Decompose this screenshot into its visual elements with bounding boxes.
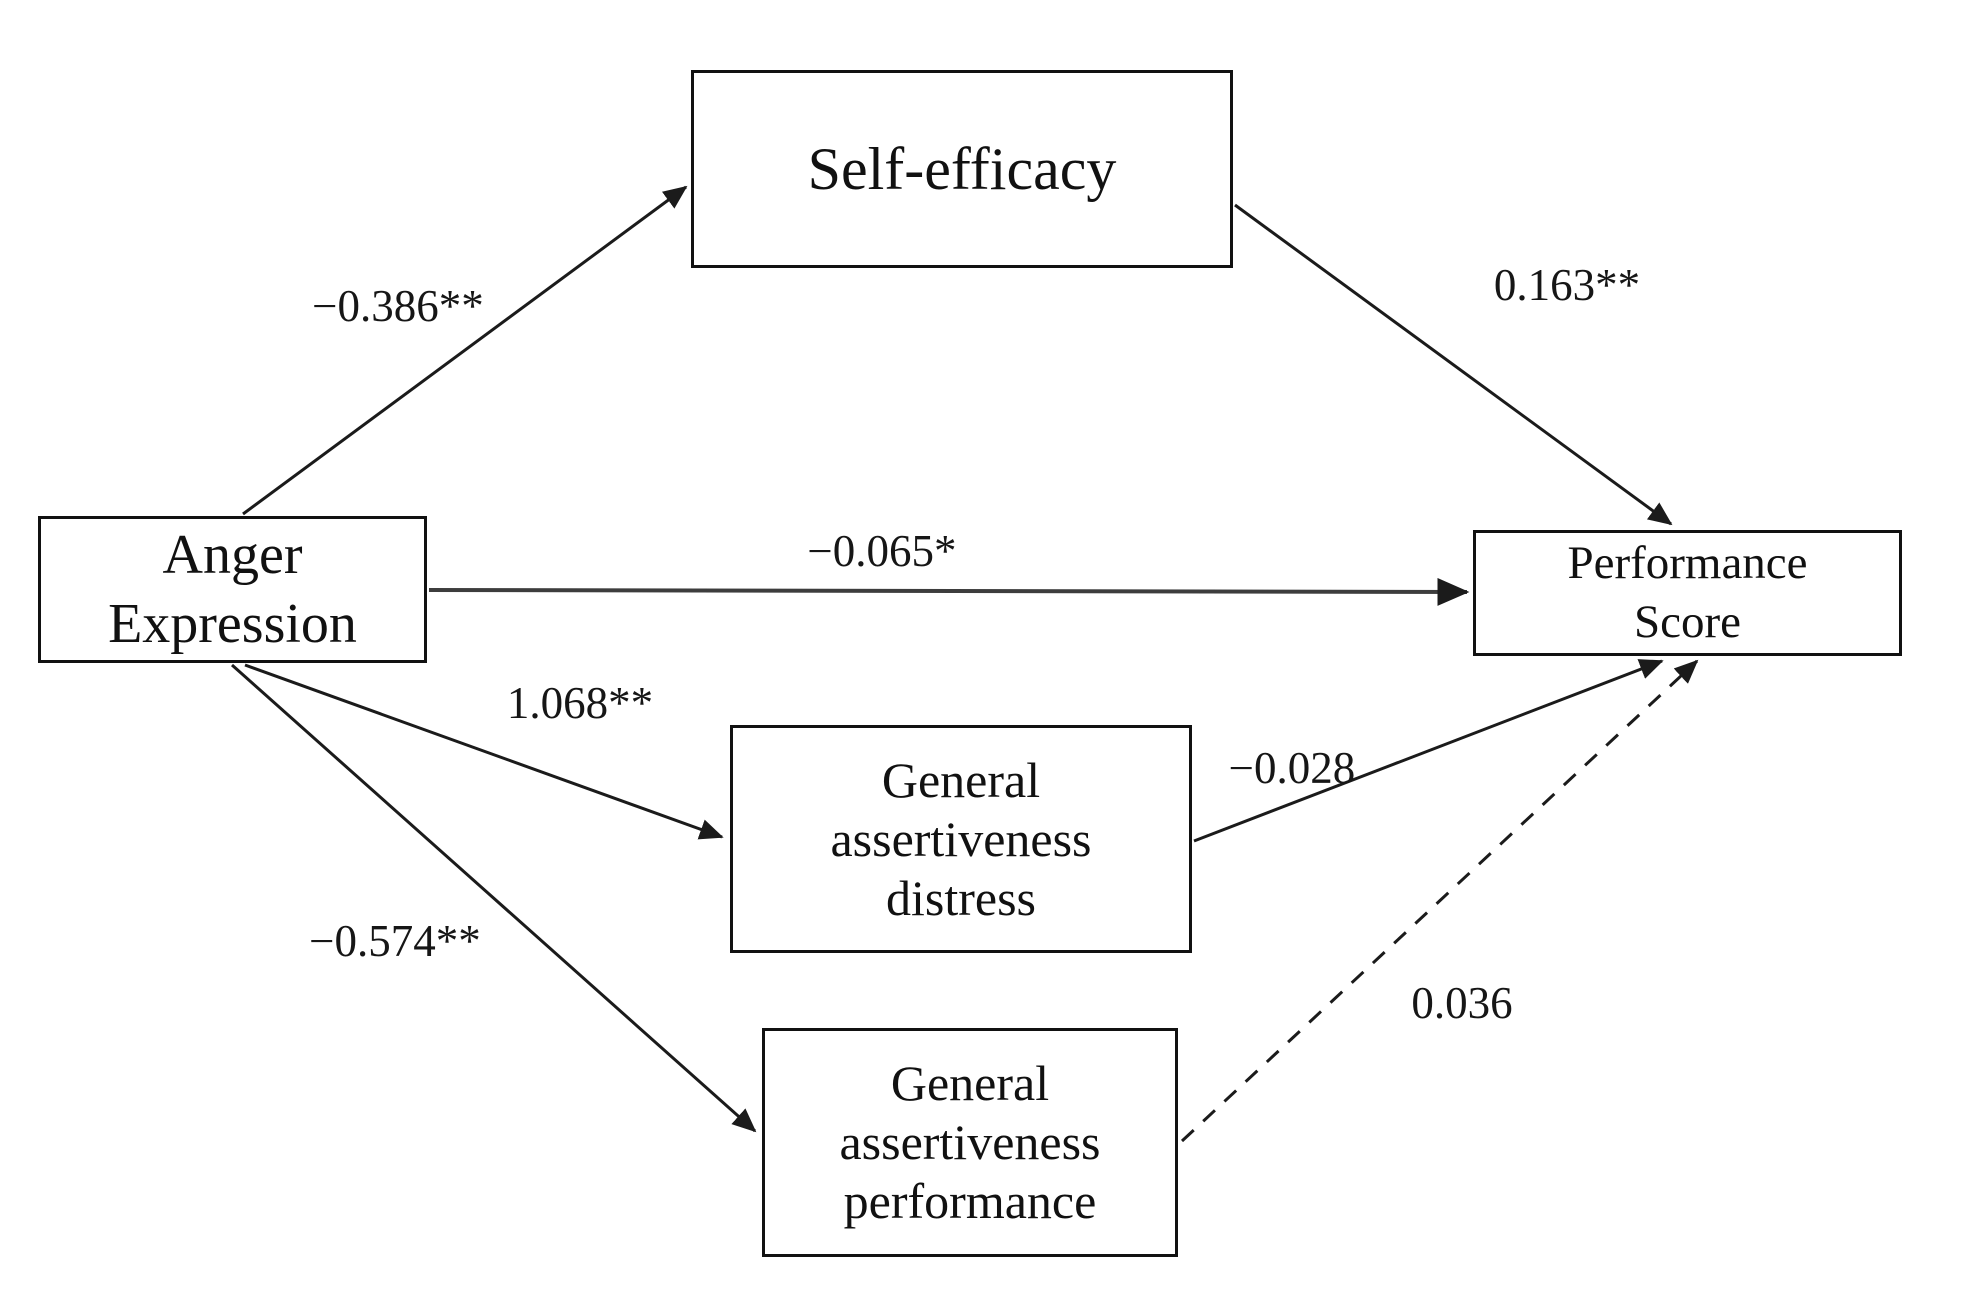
- coefficient-anger-to-assert-performance: −0.574**: [309, 916, 481, 966]
- node-general-assertiveness-distress-label: General assertiveness distress: [830, 751, 1092, 926]
- node-self-efficacy-label: Self-efficacy: [807, 135, 1117, 202]
- node-performance-score: Performance Score: [1473, 530, 1902, 656]
- arrow-self-efficacy-to-performance: [1234, 203, 1673, 526]
- node-performance-score-label: Performance Score: [1567, 536, 1808, 648]
- coefficient-anger-to-performance: −0.065*: [807, 526, 957, 576]
- arrow-anger-to-performance: [428, 577, 1470, 606]
- arrow-anger-to-assert-performance: [231, 663, 757, 1133]
- node-general-assertiveness-performance-label: General assertiveness performance: [839, 1055, 1101, 1229]
- node-anger-expression-label: Anger Expression: [108, 524, 357, 655]
- arrow-anger-to-distress: [244, 663, 724, 840]
- coefficient-distress-to-performance: −0.028: [1228, 743, 1356, 793]
- coefficient-anger-to-self-efficacy: −0.386**: [312, 281, 484, 331]
- node-self-efficacy: Self-efficacy: [691, 70, 1233, 268]
- coefficient-anger-to-distress: 1.068**: [506, 678, 654, 728]
- node-general-assertiveness-performance: General assertiveness performance: [762, 1028, 1178, 1257]
- arrow-assert-performance-to-performance: [1180, 659, 1699, 1143]
- arrow-distress-to-performance: [1193, 659, 1664, 843]
- node-general-assertiveness-distress: General assertiveness distress: [730, 725, 1192, 953]
- coefficient-self-efficacy-to-performance: 0.163**: [1493, 260, 1641, 310]
- node-anger-expression: Anger Expression: [38, 516, 427, 663]
- coefficient-assert-performance-to-performance: 0.036: [1411, 978, 1513, 1028]
- arrow-anger-to-self-efficacy: [242, 185, 688, 516]
